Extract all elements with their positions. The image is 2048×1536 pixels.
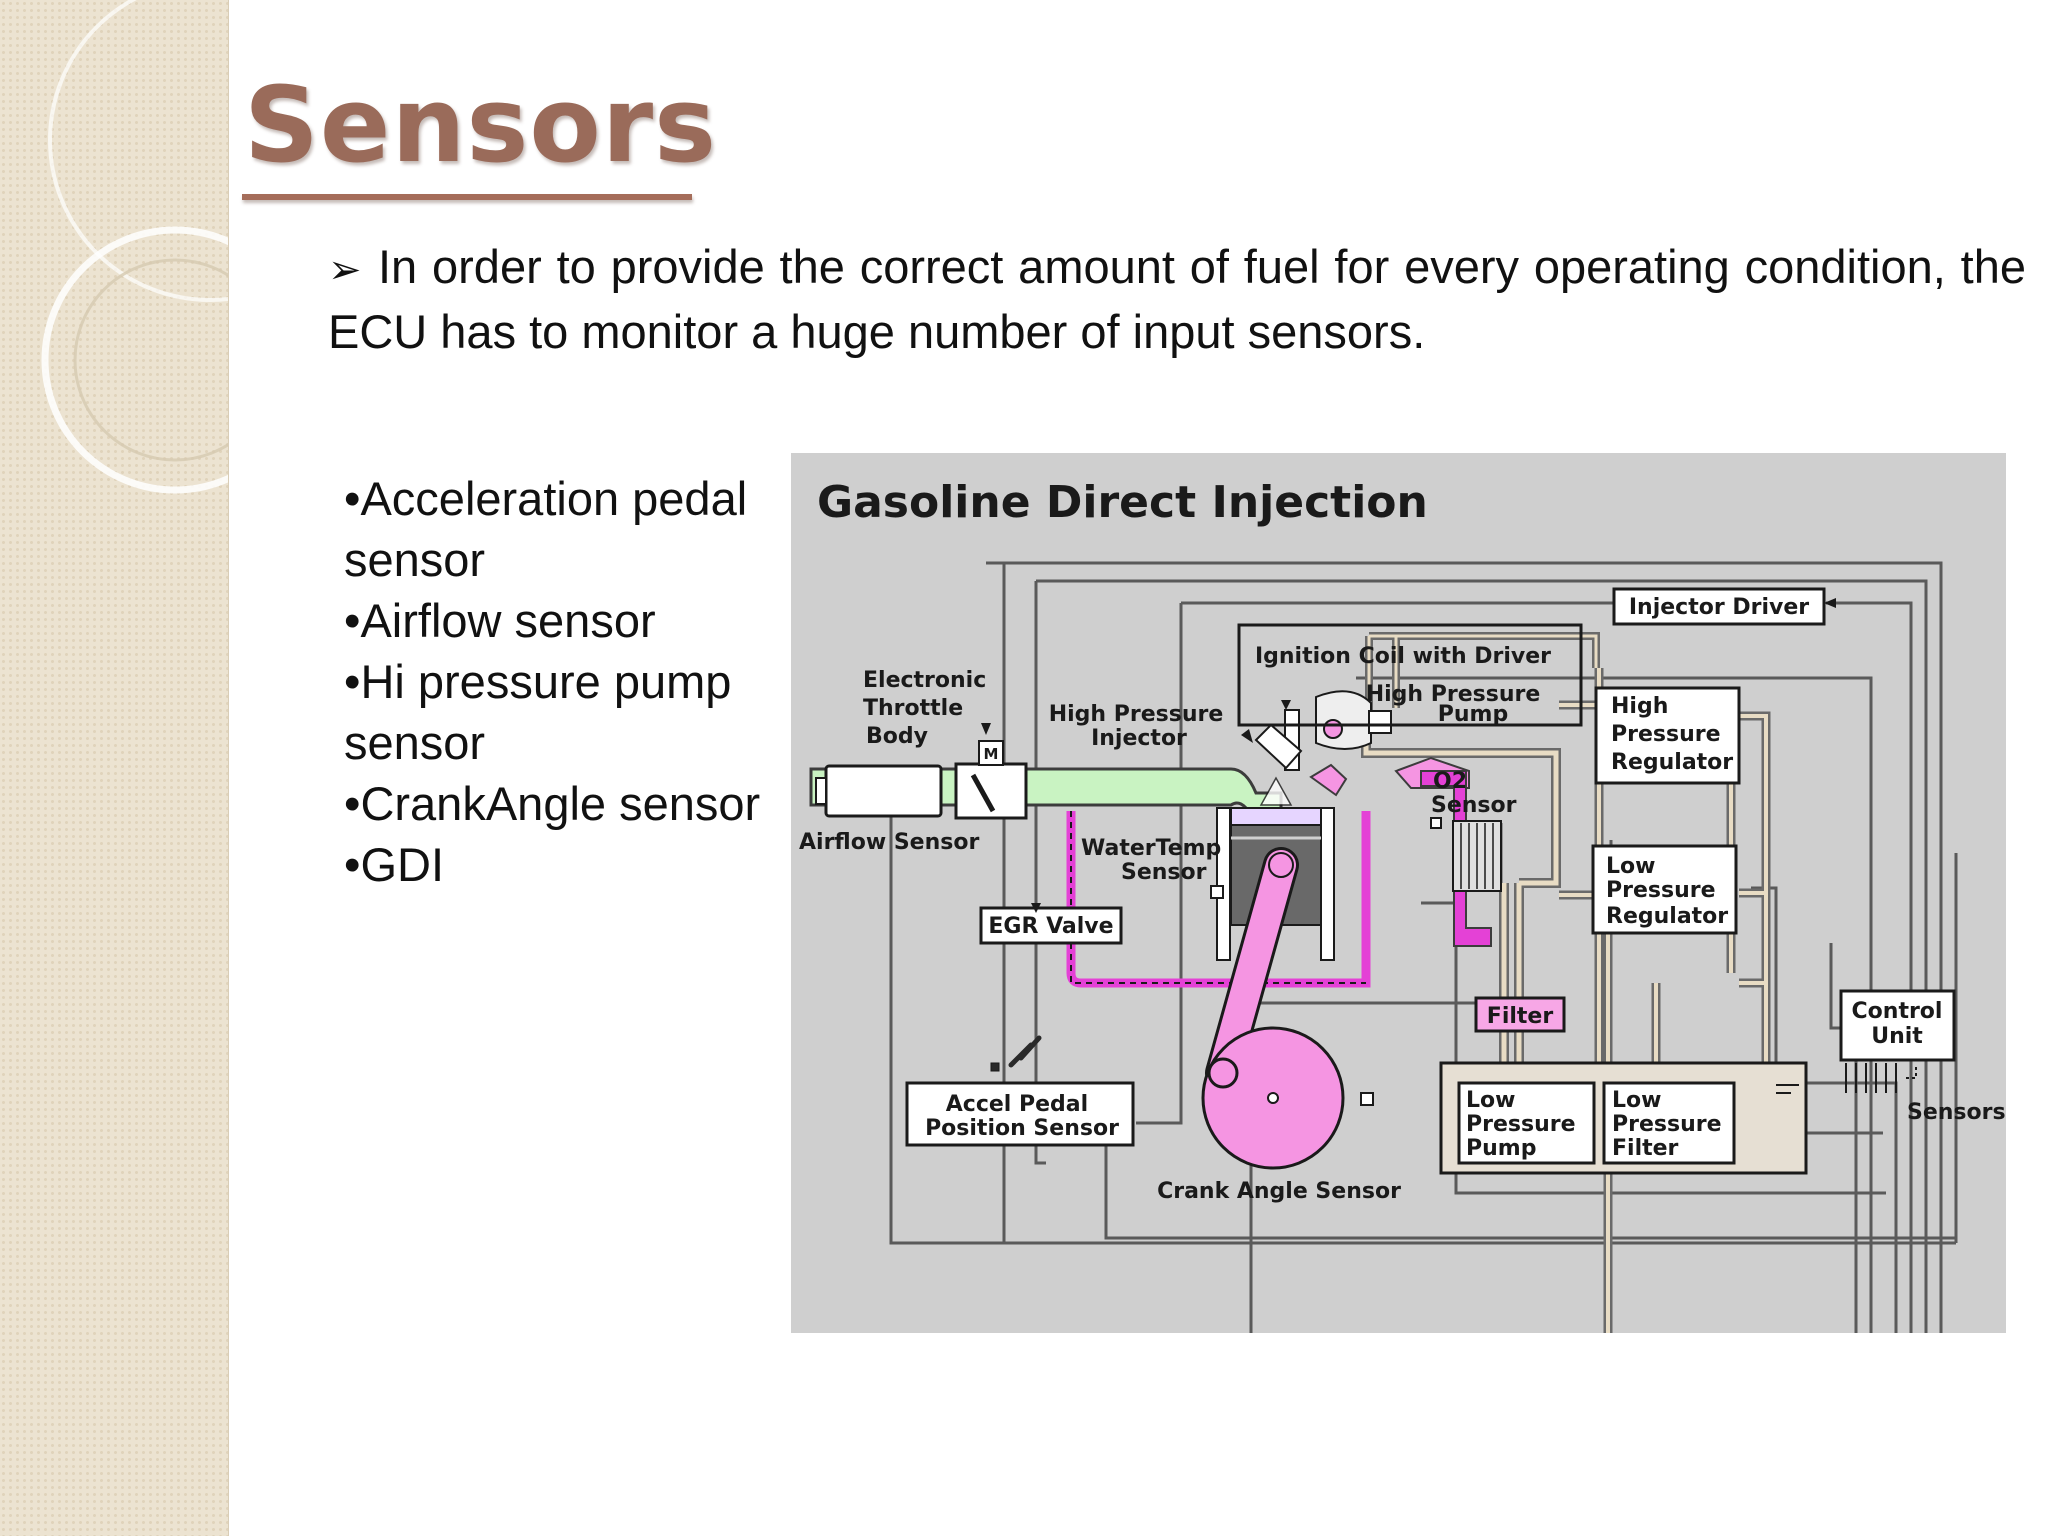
egr-valve-box (979, 906, 1123, 945)
label-filter: Filter (1487, 1004, 1554, 1029)
label-ignition-coil: Ignition Coil with Driver (1255, 644, 1551, 669)
engine-cylinder (1201, 807, 1374, 1170)
label-lp-filter-2: Pressure (1612, 1112, 1722, 1137)
label-throttle-2: Throttle (863, 696, 963, 721)
label-sensors: Sensors (1907, 1100, 2006, 1125)
label-lp-filter-3: Filter (1612, 1136, 1679, 1161)
diagram-labels: Injector Driver Ignition Coil with Drive… (799, 595, 2006, 1204)
label-water-temp-2: Sensor (1121, 860, 1207, 885)
label-control-unit-1: Control (1852, 999, 1943, 1024)
label-crank-angle-sensor: Crank Angle Sensor (1157, 1179, 1401, 1204)
label-o2-2: Sensor (1431, 793, 1517, 818)
accel-pedal-box (905, 1081, 1135, 1147)
hp-regulator-box (1594, 686, 1741, 785)
label-hp-injector-1: High Pressure (1049, 702, 1224, 727)
label-accel-pedal-2: Position Sensor (925, 1116, 1119, 1141)
lp-filter-box (1602, 1081, 1736, 1165)
label-hp-pump-1: High Pressure (1366, 682, 1541, 707)
label-throttle-3: Body (866, 724, 928, 749)
label-lp-filter-1: Low (1612, 1088, 1661, 1113)
label-lp-regulator-1: Low (1606, 854, 1655, 879)
label-hp-regulator-3: Regulator (1611, 750, 1733, 775)
label-accel-pedal-1: Accel Pedal (946, 1092, 1088, 1117)
label-water-temp-1: WaterTemp (1081, 836, 1221, 861)
label-lp-regulator-3: Regulator (1606, 904, 1728, 929)
airflow-sensor-body (824, 764, 943, 818)
label-airflow-sensor: Airflow Sensor (799, 830, 979, 855)
label-hp-regulator-1: High (1611, 694, 1668, 719)
list-item: •Acceleration pedal sensor (344, 472, 748, 586)
sensor-list: •Acceleration pedal sensor •Airflow sens… (344, 468, 804, 895)
label-hp-regulator-2: Pressure (1611, 722, 1721, 747)
lp-pump-box (1457, 1081, 1596, 1165)
diagram-title: Gasoline Direct Injection (817, 477, 1428, 528)
label-lp-pump-1: Low (1466, 1088, 1515, 1113)
crank-sensor-pickup (1360, 1092, 1374, 1106)
sensor-arrows (1845, 1063, 1917, 1093)
label-control-unit-2: Unit (1871, 1024, 1923, 1049)
list-item: •Hi pressure pump sensor (344, 655, 732, 769)
lp-regulator-box (1591, 844, 1738, 935)
intro-paragraph: ➢In order to provide the correct amount … (328, 236, 2026, 362)
label-hp-injector-2: Injector (1091, 726, 1187, 751)
label-throttle-1: Electronic (863, 668, 986, 693)
arrows (981, 598, 1836, 913)
pedal-icon (1008, 1035, 1042, 1068)
ignition-coil-frame (1237, 623, 1583, 727)
motor-mark: M (984, 745, 999, 763)
filter-box (1474, 996, 1566, 1033)
arrow-bullet-icon: ➢ (328, 248, 362, 292)
gdi-diagram: Gasoline Direct Injection (791, 453, 2006, 1333)
label-hp-pump-2: Pump (1438, 702, 1508, 727)
control-wiring (889, 561, 1958, 1333)
list-item: •CrankAngle sensor (344, 777, 761, 830)
label-injector-driver: Injector Driver (1629, 595, 1809, 620)
component-boxes (905, 587, 1956, 1165)
label-o2-1: O2 (1433, 769, 1467, 794)
hp-pump-body (1315, 690, 1372, 750)
decorative-rings (41, 0, 228, 494)
page-title: Sensors (244, 64, 718, 186)
injector (1254, 723, 1303, 770)
throttle-motor (978, 740, 1004, 766)
label-egr-valve: EGR Valve (988, 914, 1113, 939)
intake-tract: M (809, 740, 1470, 820)
title-underline (242, 194, 692, 200)
water-temp-pickup (1210, 885, 1224, 899)
decorative-sidebar (0, 0, 229, 1536)
label-lp-regulator-2: Pressure (1606, 878, 1716, 903)
list-item: •GDI (344, 838, 445, 891)
control-unit-box (1839, 989, 1956, 1062)
o2-pickup (1430, 817, 1442, 829)
label-lp-pump-2: Pressure (1466, 1112, 1576, 1137)
list-item: •Airflow sensor (344, 594, 656, 647)
injector-driver-box (1612, 587, 1826, 626)
label-lp-pump-3: Pump (1466, 1136, 1536, 1161)
intro-text: In order to provide the correct amount o… (328, 240, 2026, 358)
